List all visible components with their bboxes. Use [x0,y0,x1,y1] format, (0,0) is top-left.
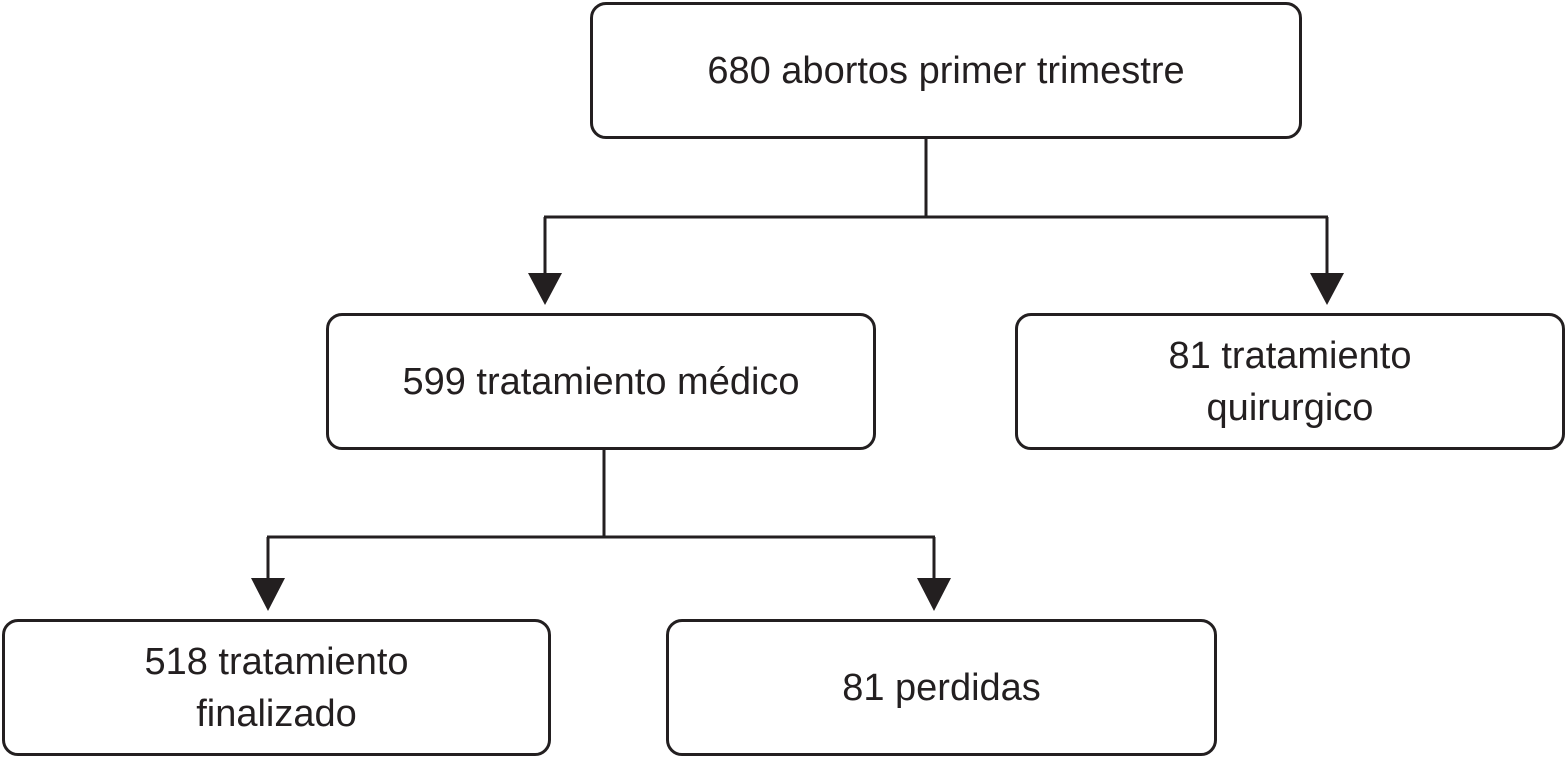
node-completed-line-2: finalizado [196,692,357,735]
arrowhead-lost [917,578,951,611]
node-medical-treatment: 599 tratamiento médico [326,313,876,450]
node-root-line-1: 680 abortos primer trimestre [707,49,1185,92]
node-completed-line-1: 518 tratamiento [144,640,409,683]
node-lost-to-follow-up: 81 perdidas [666,619,1217,756]
node-lost-line-1: 81 perdidas [842,666,1041,709]
arrowhead-medical [528,273,562,305]
node-surgical-treatment: 81 tratamiento quirurgico [1015,313,1565,450]
arrowhead-surgical [1310,273,1344,305]
node-surgical-line-1: 81 tratamiento [1168,334,1412,377]
node-treatment-completed: 518 tratamiento finalizado [2,619,551,756]
node-first-trimester-abortions: 680 abortos primer trimestre [590,2,1302,139]
node-surgical-line-2: quirurgico [1206,386,1374,429]
node-medical-line-1: 599 tratamiento médico [402,360,800,403]
arrowhead-completed [251,578,285,611]
